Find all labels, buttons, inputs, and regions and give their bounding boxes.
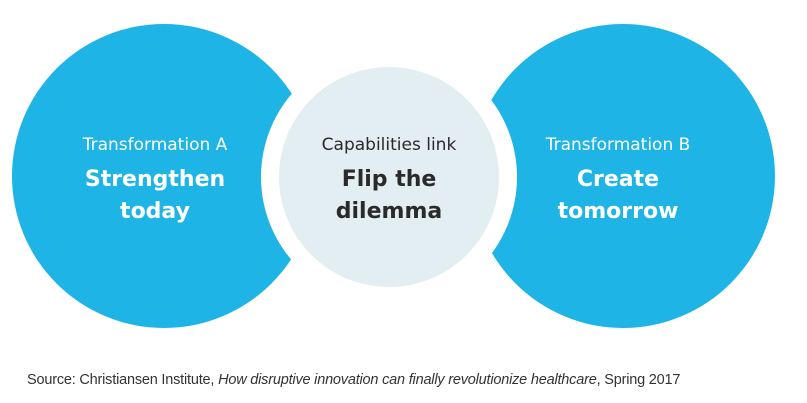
left-title-line2: today — [120, 199, 190, 224]
left-subtitle: Transformation A — [82, 135, 228, 155]
source-title: How disruptive innovation can finally re… — [218, 372, 597, 388]
right-title-line2: tomorrow — [557, 199, 679, 224]
left-circle — [12, 24, 316, 328]
center-subtitle: Capabilities link — [321, 135, 457, 155]
right-title: Create tomorrow — [498, 164, 738, 228]
source-suffix: , Spring 2017 — [596, 372, 681, 388]
center-title-line2: dilemma — [335, 199, 443, 224]
right-circle — [471, 24, 775, 328]
source-prefix: Source: Christiansen Institute, — [27, 372, 219, 388]
center-label: Capabilities link Flip the dilemma — [269, 134, 509, 228]
left-title-line1: Strengthen — [84, 167, 226, 192]
right-label: Transformation B Create tomorrow — [498, 134, 738, 228]
center-title: Flip the dilemma — [269, 164, 509, 228]
left-title: Strengthen today — [35, 164, 275, 228]
left-label: Transformation A Strengthen today — [35, 134, 275, 228]
source-note: Source: Christiansen Institute, How disr… — [27, 372, 680, 388]
center-title-line1: Flip the — [341, 167, 437, 192]
right-title-line1: Create — [576, 167, 660, 192]
right-subtitle: Transformation B — [545, 135, 691, 155]
center-circle — [279, 67, 499, 287]
